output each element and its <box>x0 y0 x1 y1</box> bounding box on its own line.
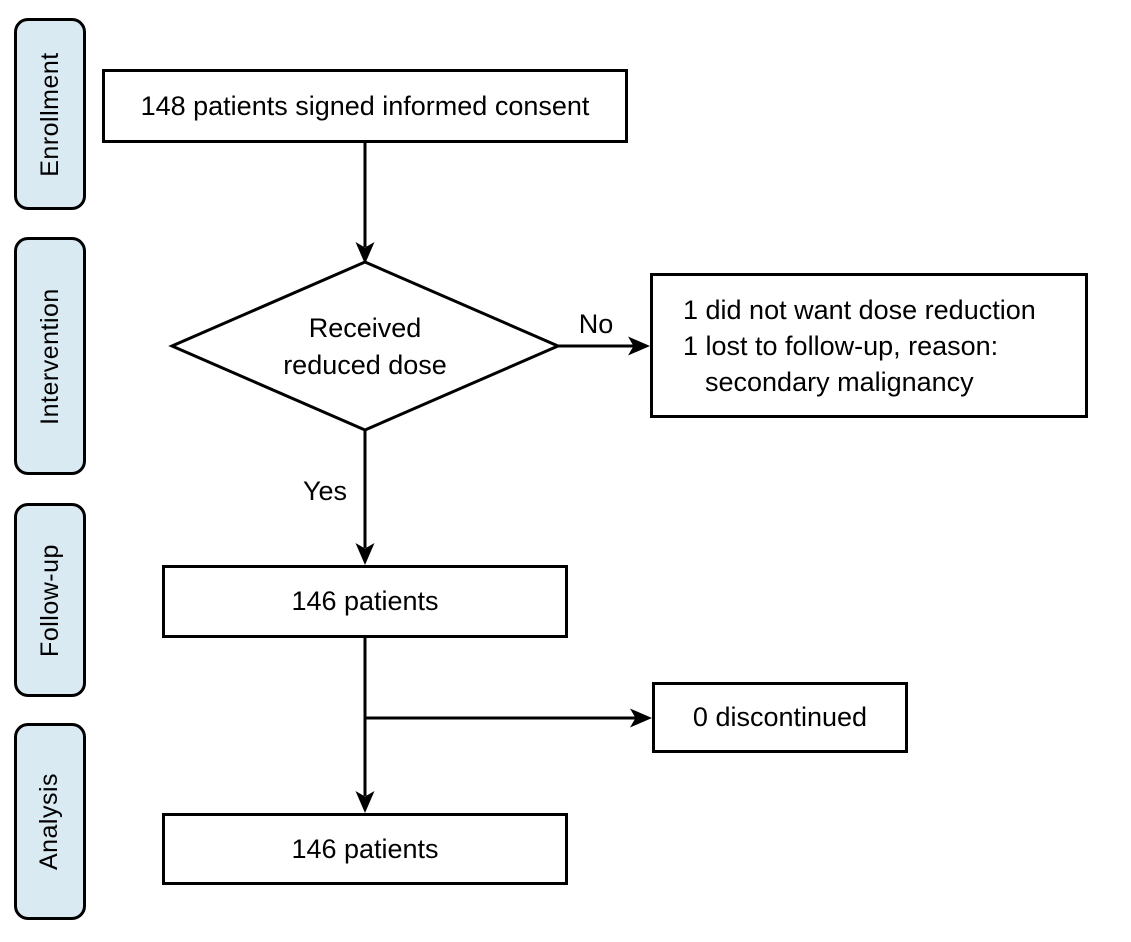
node-consent-text: 148 patients signed informed consent <box>140 90 590 121</box>
node-consent: 148 patients signed informed consent <box>102 69 628 143</box>
edge-label-no: No <box>578 309 614 339</box>
node-analysis: 146 patients <box>162 813 568 885</box>
stage-followup-label: Follow-up <box>35 543 64 657</box>
stage-enrollment-label: Enrollment <box>35 51 64 177</box>
node-decision: Received reduced dose <box>172 292 558 402</box>
stage-analysis-label: Analysis <box>35 772 64 871</box>
node-exclusions-line1: 1 did not want dose reduction <box>683 294 1036 325</box>
node-decision-line1: Received <box>308 313 422 343</box>
arrowhead-down-icon <box>355 791 375 813</box>
stage-enrollment: Enrollment <box>14 18 86 210</box>
stage-followup: Follow-up <box>14 503 86 697</box>
node-discontinued-text: 0 discontinued <box>692 702 868 732</box>
node-exclusions: 1 did not want dose reduction 1 lost to … <box>650 273 1088 418</box>
node-followup: 146 patients <box>162 565 568 638</box>
stage-intervention: Intervention <box>14 237 86 475</box>
node-exclusions-line3: secondary malignancy <box>705 366 974 397</box>
stage-intervention-label: Intervention <box>35 287 64 425</box>
arrowhead-right-icon <box>630 708 652 728</box>
arrowhead-right-icon <box>628 336 650 356</box>
stage-analysis: Analysis <box>14 723 86 920</box>
edge-label-yes: Yes <box>302 476 348 506</box>
node-analysis-text: 146 patients <box>291 833 439 864</box>
node-discontinued: 0 discontinued <box>652 682 908 753</box>
node-decision-line2: reduced dose <box>283 350 447 380</box>
arrowhead-down-icon <box>355 543 375 565</box>
arrowhead-down-icon <box>355 242 375 264</box>
node-exclusions-line2: 1 lost to follow-up, reason: <box>683 330 999 361</box>
node-followup-text: 146 patients <box>291 586 439 616</box>
